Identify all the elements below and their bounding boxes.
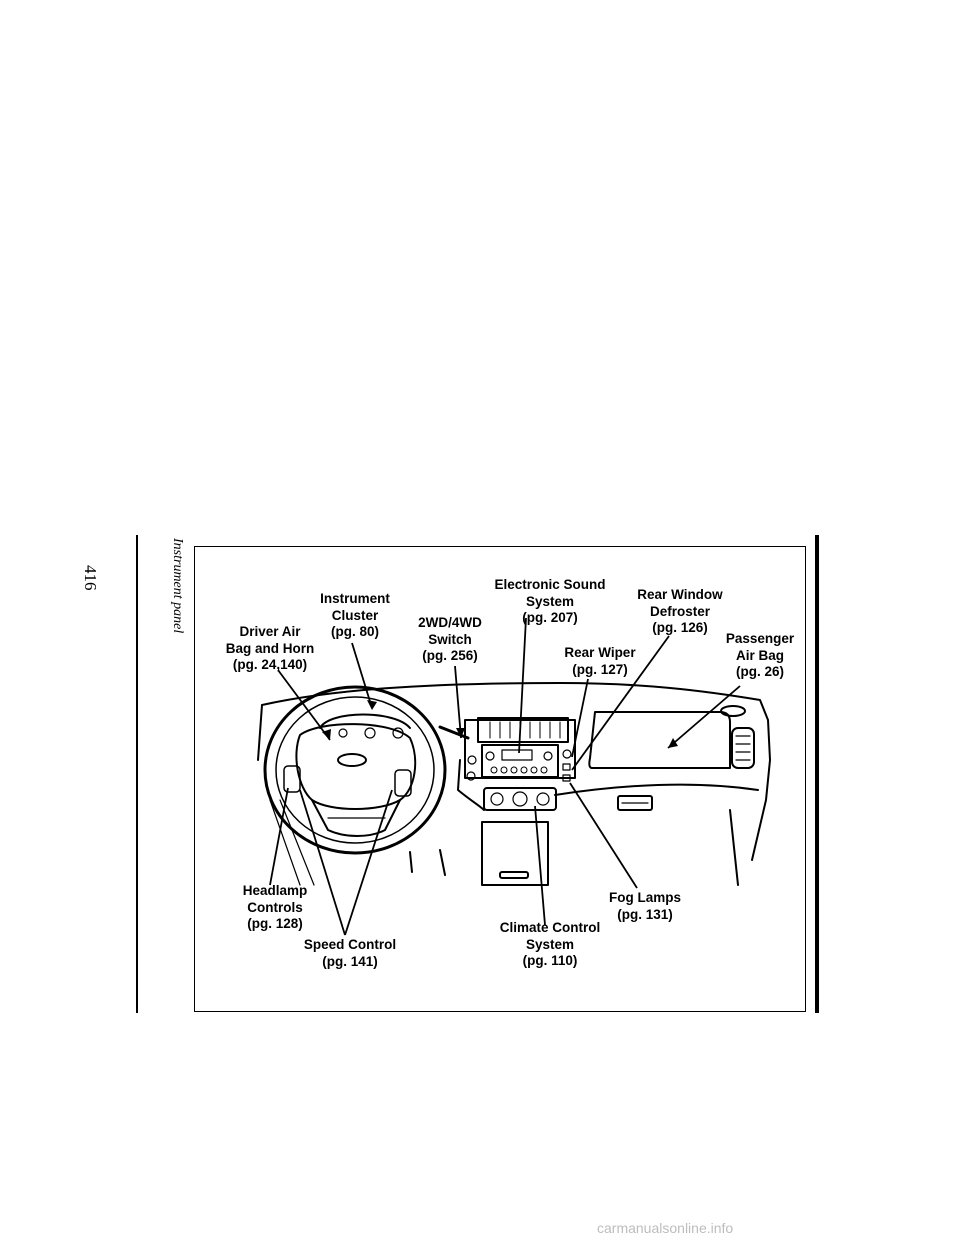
leader-driver-air-bag	[277, 669, 331, 741]
label-climate-control: Climate Control System (pg. 110)	[499, 920, 601, 968]
leader-speed-2	[344, 789, 393, 936]
right-vent	[731, 727, 755, 769]
corner-vent	[720, 705, 746, 717]
right-rule	[815, 535, 819, 1013]
label-instrument-cluster: Instrument Cluster (pg. 80)	[320, 591, 390, 639]
label-rear-wiper: Rear Wiper (pg. 127)	[564, 645, 636, 677]
watermark: carmanualsonline.info	[597, 1220, 734, 1236]
leader-electronic-sound	[518, 617, 527, 754]
label-passenger-air-bag: Passenger Air Bag (pg. 26)	[725, 631, 795, 679]
leader-rear-window-defroster	[571, 635, 670, 771]
center-console	[481, 821, 549, 886]
label-2wd-4wd: 2WD/4WD Switch (pg. 256)	[418, 615, 482, 663]
glove-box-latch	[617, 795, 653, 811]
leader-instrument-cluster	[351, 642, 373, 709]
label-speed-control: Speed Control (pg. 141)	[303, 937, 397, 969]
label-headlamp-controls: Headlamp Controls (pg. 128)	[242, 883, 308, 931]
center-stack	[464, 719, 576, 779]
leader-2wd-4wd	[454, 665, 462, 739]
glove-box	[588, 711, 731, 769]
leader-rear-wiper	[571, 678, 589, 758]
leader-passenger-air-bag	[667, 685, 741, 749]
label-fog-lamps: Fog Lamps (pg. 131)	[608, 890, 681, 922]
leader-climate	[534, 805, 546, 926]
label-electronic-sound: Electronic Sound System (pg. 207)	[494, 577, 606, 625]
instrument-cluster	[319, 713, 411, 729]
leader-fog-lamps	[569, 782, 638, 889]
label-driver-air-bag: Driver Air Bag and Horn (pg. 24,140)	[225, 624, 315, 672]
label-rear-window-defroster: Rear Window Defroster (pg. 126)	[637, 587, 723, 635]
steering-wheel-rim	[263, 685, 447, 855]
center-vent	[477, 717, 569, 743]
climate-panel	[483, 787, 557, 811]
figure-frame	[194, 546, 806, 1012]
leader-headlamp	[269, 787, 289, 886]
dashboard-outline	[261, 682, 771, 861]
leader-speed-1	[299, 789, 346, 936]
left-rule	[136, 535, 138, 1013]
